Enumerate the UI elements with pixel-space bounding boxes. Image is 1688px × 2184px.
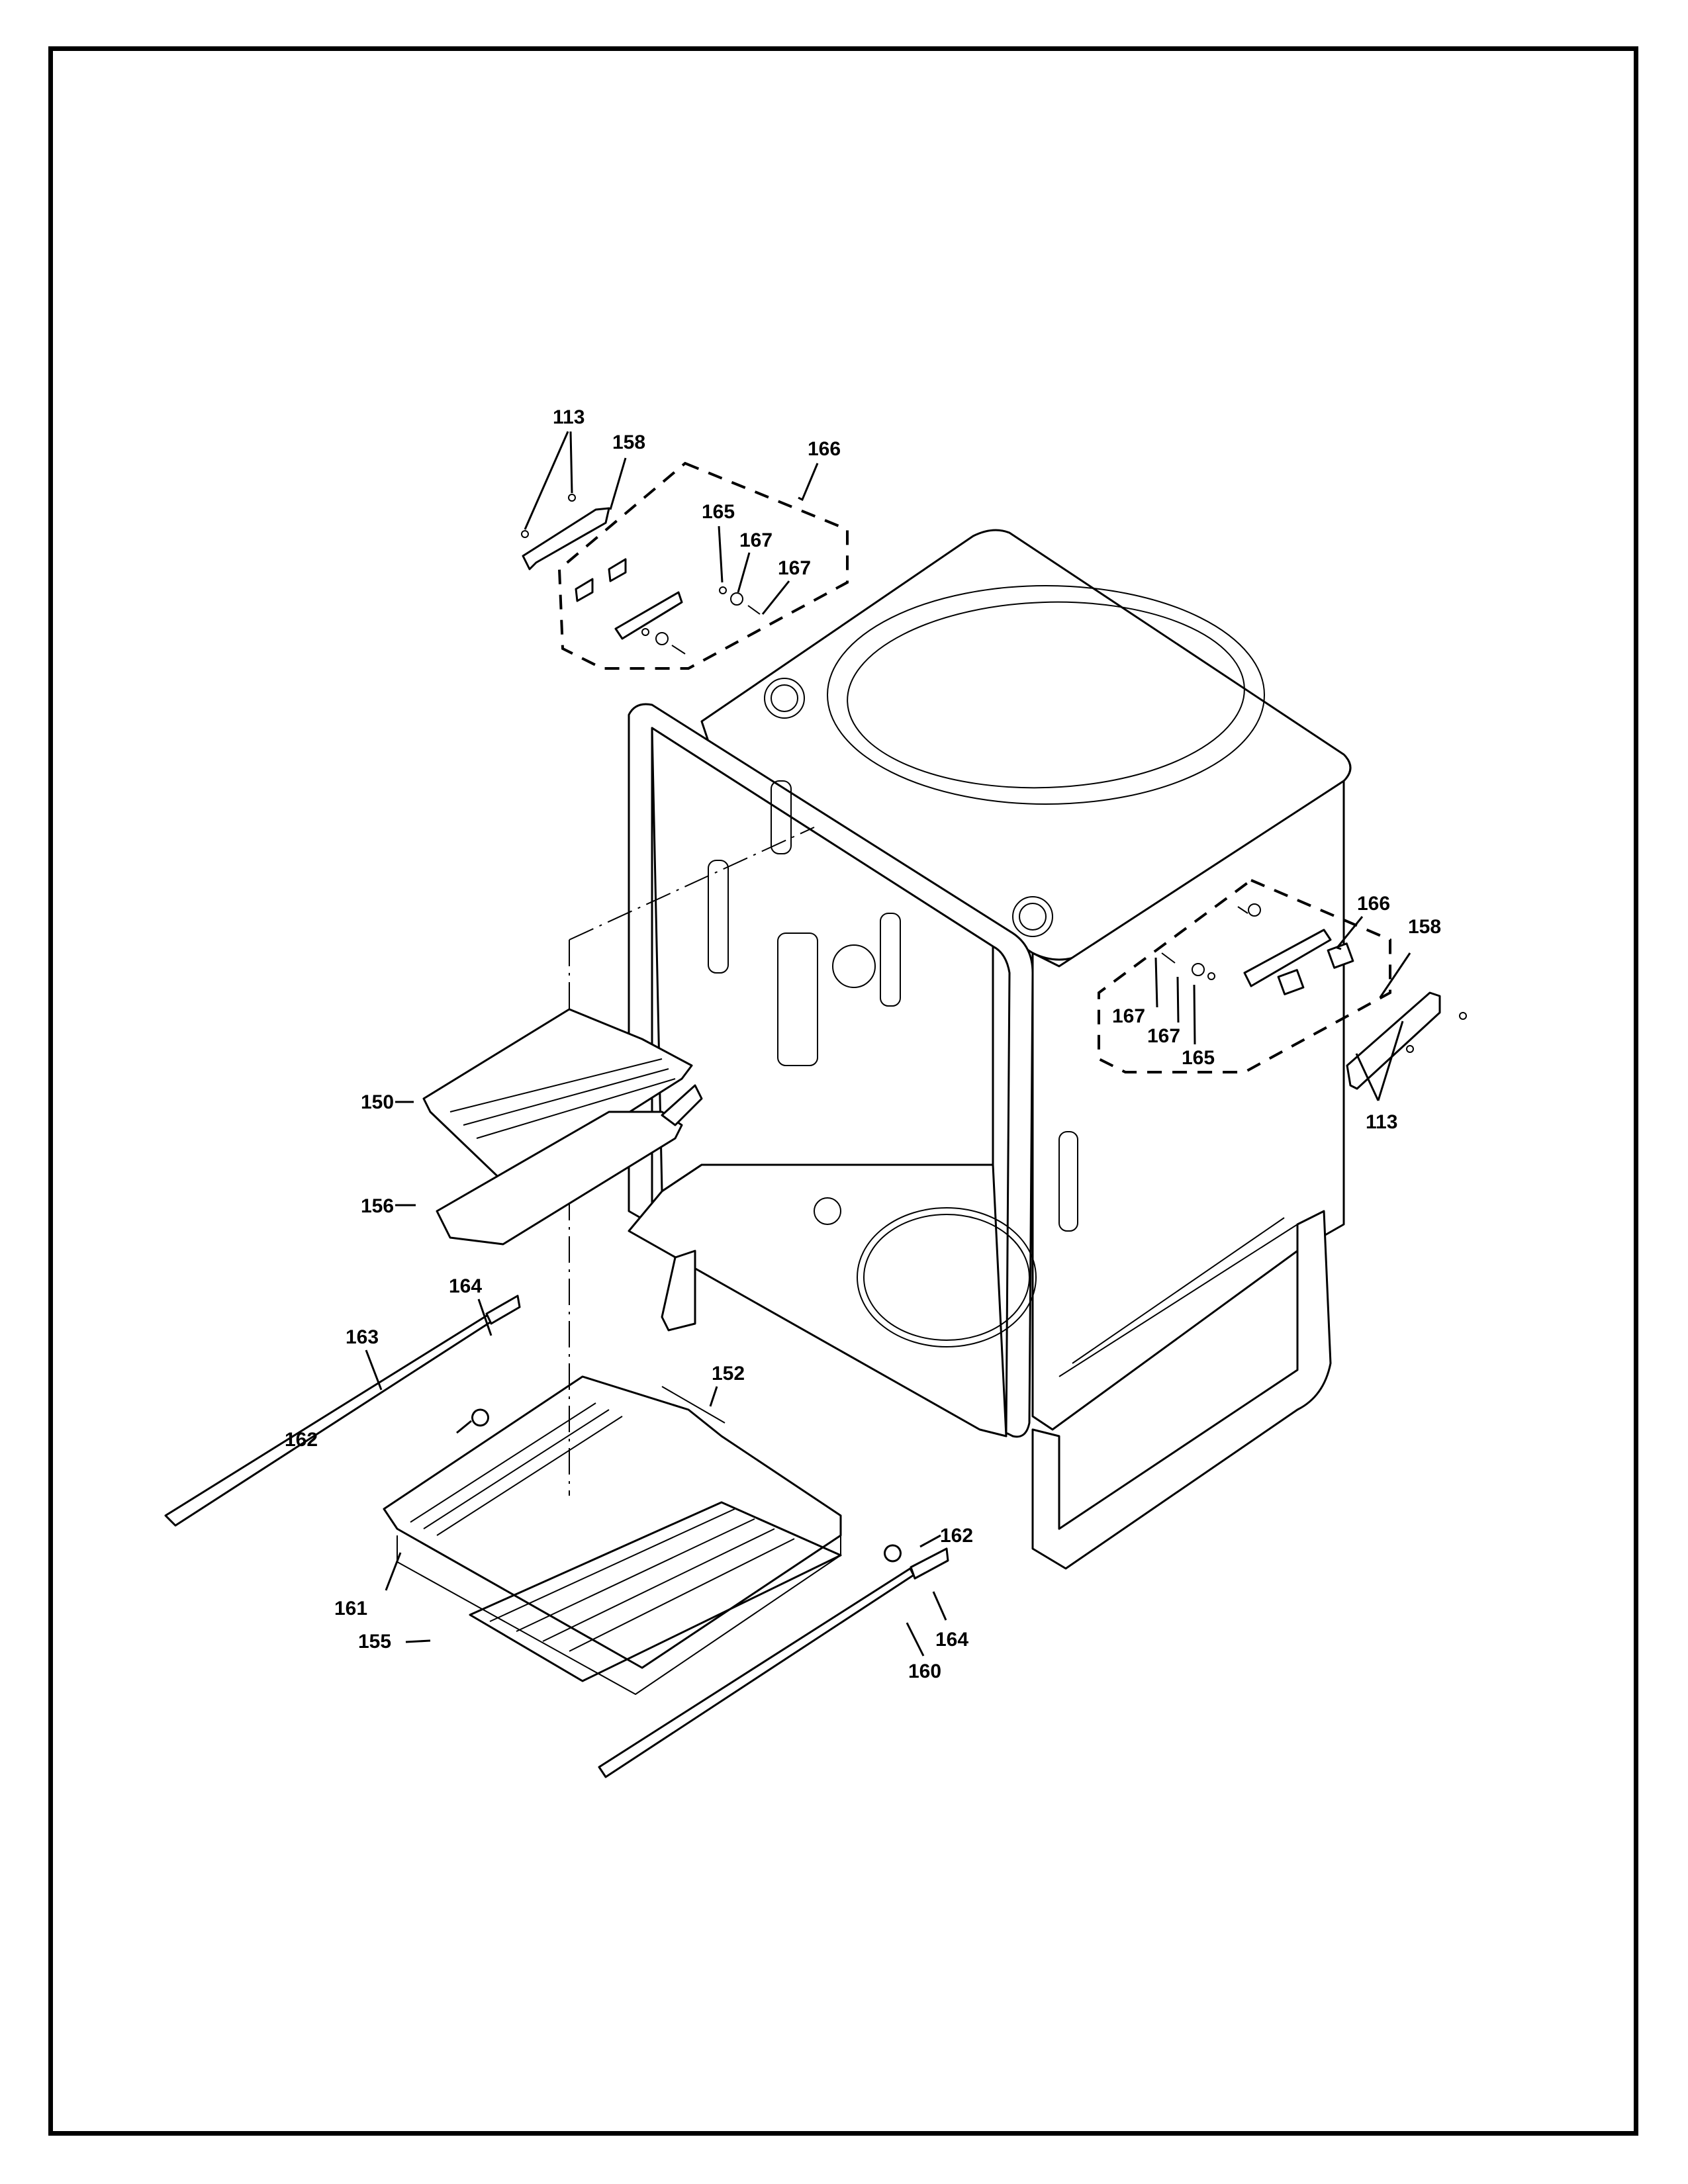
callout-166-left: 166 xyxy=(808,438,841,460)
top-port-left xyxy=(764,678,805,719)
spray-arm-opening xyxy=(847,601,1245,789)
leader-155 xyxy=(405,1639,431,1643)
leader-164-right xyxy=(932,1591,947,1621)
washer-165-right xyxy=(1207,972,1215,980)
roller-162-left xyxy=(471,1408,489,1427)
callout-164-left: 164 xyxy=(449,1275,482,1297)
stop-bracket-158-left xyxy=(522,507,610,570)
leader-161 xyxy=(385,1552,402,1591)
tub-top xyxy=(700,529,1352,961)
leader-162-right xyxy=(919,1534,941,1548)
callout-160: 160 xyxy=(908,1661,941,1682)
rail-163-left xyxy=(164,1312,494,1527)
screw-113-left-b xyxy=(568,494,576,502)
callout-167-right-a: 167 xyxy=(1112,1005,1145,1027)
kit-boundary-left xyxy=(557,461,849,670)
callout-labels: 113 158 166 165 167 167 166 158 167 167 … xyxy=(285,406,1441,1682)
screw-113-right-b xyxy=(1459,1012,1467,1020)
leader-165-right xyxy=(1193,984,1196,1045)
bushing-167-right xyxy=(1192,963,1205,976)
sump-opening xyxy=(863,1214,1030,1341)
callout-164-right: 164 xyxy=(935,1629,968,1651)
rail-160-right xyxy=(598,1567,915,1778)
leader-166-left xyxy=(798,463,819,502)
callout-167-left-b: 167 xyxy=(778,557,811,579)
top-port-right xyxy=(1012,896,1053,937)
leader-167-right-a xyxy=(1154,957,1158,1008)
kit-166-right xyxy=(1098,878,1391,1073)
leader-166-right xyxy=(1335,916,1364,950)
callout-113-right: 113 xyxy=(1366,1111,1397,1133)
screw-113-right-a xyxy=(1406,1045,1414,1053)
tine-insert-155 xyxy=(469,1501,842,1682)
callout-166-right: 166 xyxy=(1357,893,1390,915)
callout-150: 150 xyxy=(361,1091,394,1113)
tub-floor xyxy=(628,1163,1008,1437)
callout-113-left: 113 xyxy=(553,406,585,428)
upper-rack-161 xyxy=(383,1375,842,1669)
callout-152: 152 xyxy=(712,1363,745,1385)
leader-158-left xyxy=(609,457,627,510)
third-rack-tray-156 xyxy=(436,1111,683,1246)
leader-167-left-a xyxy=(737,552,751,593)
clip-strip-152 xyxy=(661,1386,726,1424)
kit-boundary-right xyxy=(1098,878,1391,1073)
roller-162-right xyxy=(884,1544,902,1563)
callout-165-right: 165 xyxy=(1182,1047,1215,1069)
leader-164-left xyxy=(477,1298,492,1336)
callout-167-left-a: 167 xyxy=(739,529,773,551)
washer-165-left xyxy=(719,586,727,594)
screw-113-left-a xyxy=(521,530,529,538)
screw-167-left xyxy=(747,605,761,615)
leader-165-left xyxy=(718,525,724,583)
callout-167-right-b: 167 xyxy=(1147,1025,1180,1047)
tub-assembly xyxy=(628,529,1352,1570)
leader-113-left xyxy=(524,431,573,530)
base-frame-left xyxy=(661,1250,696,1332)
stop-bracket-158-right xyxy=(1346,991,1441,1090)
callout-156: 156 xyxy=(361,1195,394,1217)
tray-inlet-nozzle xyxy=(661,1084,703,1126)
screw-167-right xyxy=(1161,952,1176,964)
callout-162-left: 162 xyxy=(285,1429,318,1451)
callout-158-left: 158 xyxy=(612,432,645,453)
callout-161: 161 xyxy=(334,1598,367,1619)
leader-158-right xyxy=(1379,952,1411,998)
adjuster-bar-left xyxy=(614,591,683,640)
leader-113-right xyxy=(1355,1021,1404,1101)
adjuster-bar-right xyxy=(1243,929,1332,987)
callout-162-right: 162 xyxy=(940,1525,973,1547)
callout-155: 155 xyxy=(358,1631,391,1653)
leader-152 xyxy=(709,1386,718,1407)
callout-165-left: 165 xyxy=(702,501,735,523)
callout-163: 163 xyxy=(346,1326,379,1348)
kit-166-left xyxy=(557,461,849,670)
base-frame-right xyxy=(1031,1210,1332,1570)
page-border xyxy=(48,46,1638,2136)
side-slot xyxy=(1058,1131,1078,1232)
leader-163 xyxy=(365,1349,383,1390)
callout-158-right: 158 xyxy=(1408,916,1441,938)
bushing-167-left xyxy=(730,592,743,606)
leader-162-left xyxy=(456,1420,472,1434)
leader-lines xyxy=(365,431,1411,1657)
end-cap-164-left xyxy=(485,1295,521,1325)
tub-front-frame xyxy=(628,703,1034,1438)
end-cap-164-right xyxy=(910,1547,949,1580)
leader-167-left-b xyxy=(761,580,790,615)
leader-160 xyxy=(906,1622,925,1657)
